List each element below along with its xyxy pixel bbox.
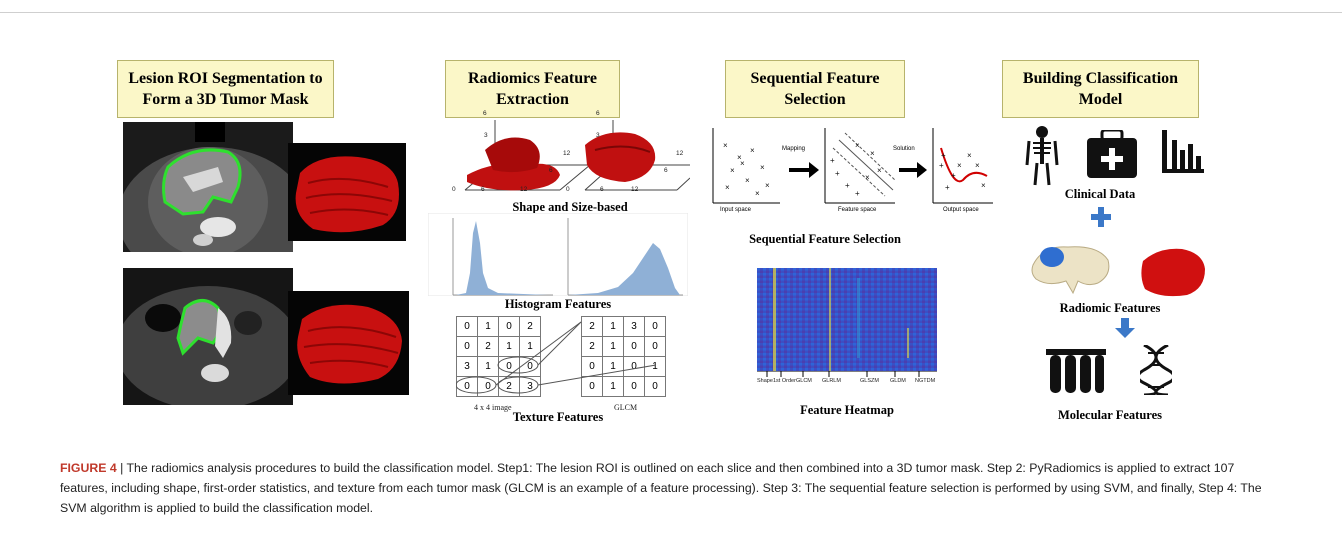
label-sfs: Sequential Feature Selection: [749, 232, 901, 246]
test-tubes-icon: [1046, 349, 1106, 393]
ct-slice-1: [123, 122, 293, 252]
medical-kit-icon: [1087, 130, 1137, 178]
svg-text:×: ×: [755, 189, 760, 198]
svg-text:+: +: [939, 161, 944, 170]
sfs-diagram: ×××××××××× ××××++++ ××××++++: [712, 128, 993, 204]
svg-text:×: ×: [865, 173, 870, 182]
tick-b1: 3: [596, 132, 600, 139]
label-glcm: GLCM: [614, 403, 638, 412]
figure-frame: [0, 12, 1342, 443]
label-histogram: Histogram Features: [504, 297, 612, 311]
tumor-3d-2-image: [297, 304, 402, 384]
heatmap-axis-1: 1st Order: [773, 378, 796, 384]
tumor-3d-1: [288, 143, 406, 241]
label-solution: Solution: [893, 146, 915, 152]
shape-plots: [464, 120, 690, 191]
svg-text:×: ×: [957, 161, 962, 170]
ct-slice-2: [123, 268, 293, 405]
tumor-3d-1-image: [295, 156, 399, 233]
tick-a4: 12: [520, 186, 528, 193]
svg-text:+: +: [945, 183, 950, 192]
heatmap-axis: [757, 371, 937, 377]
tick-a1: 3: [484, 132, 488, 139]
label-mapping: Mapping: [782, 146, 806, 152]
mg-3-3: 0: [644, 376, 666, 397]
tick-b4: 0: [566, 186, 570, 193]
heatmap-axis-3: GLRLM: [822, 378, 841, 384]
down-arrow-icon: [1115, 318, 1135, 338]
label-heatmap: Feature Heatmap: [800, 403, 894, 417]
svg-text:+: +: [941, 151, 946, 160]
feature-heatmap: [757, 268, 937, 371]
header-step1: Lesion ROI Segmentation to Form a 3D Tum…: [117, 60, 334, 118]
heatmap-axis-6: NGTDM: [915, 378, 936, 384]
ct-slice-1-image: [123, 122, 293, 252]
svg-text:+: +: [845, 181, 850, 190]
svg-text:×: ×: [967, 151, 972, 160]
tick-a6: 6: [549, 167, 553, 174]
tick-b6: 12: [631, 186, 639, 193]
feature-heatmap-image: [757, 268, 937, 371]
label-texture: Texture Features: [512, 410, 604, 424]
header-step4: Building Classification Model: [1002, 60, 1199, 118]
svg-text:×: ×: [750, 146, 755, 155]
header-step2: Radiomics Feature Extraction: [445, 60, 620, 118]
tick-a2: 0: [452, 186, 456, 193]
tick-a3: 6: [481, 186, 485, 193]
tick-a5: 12: [563, 150, 571, 157]
figure-caption: FIGURE 4 | The radiomics analysis proced…: [60, 458, 1280, 518]
svg-text:×: ×: [760, 163, 765, 172]
heatmap-axis-0: Shape: [757, 378, 773, 384]
caption-figure-label: FIGURE 4: [60, 461, 117, 475]
svg-text:+: +: [951, 171, 956, 180]
caption-text: The radiomics analysis procedures to bui…: [60, 461, 1262, 515]
svg-text:×: ×: [745, 176, 750, 185]
tick-b5: 6: [600, 186, 604, 193]
tick-a0: 6: [483, 110, 487, 117]
label-molecular: Molecular Features: [1057, 408, 1163, 422]
svg-text:×: ×: [737, 153, 742, 162]
svg-text:×: ×: [877, 166, 882, 175]
tick-b3: 6: [664, 167, 668, 174]
matrix-connectors: [456, 321, 657, 394]
heatmap-axis-5: GLDM: [890, 378, 906, 384]
vertebra-image: [1031, 246, 1110, 295]
svg-text:×: ×: [730, 166, 735, 175]
label-input-space: Input space: [720, 207, 752, 213]
tumor-3d-2: [288, 291, 409, 395]
label-clinical: Clinical Data: [1064, 187, 1136, 201]
heatmap-axis-4: GLSZM: [860, 378, 879, 384]
svg-text:×: ×: [725, 183, 730, 192]
svg-text:×: ×: [975, 161, 980, 170]
label-radiomic: Radiomic Features: [1059, 301, 1161, 315]
header-step3: Sequential Feature Selection: [725, 60, 905, 118]
heatmap-axis-2: GLCM: [796, 378, 812, 384]
label-shape: Shape and Size-based: [512, 200, 628, 214]
plus-icon: [1091, 207, 1111, 227]
histogram-plots: [428, 213, 688, 296]
svg-text:×: ×: [765, 181, 770, 190]
tick-b2: 12: [676, 150, 684, 157]
label-4x4: 4 x 4 image: [474, 403, 512, 412]
svg-text:×: ×: [981, 181, 986, 190]
svg-text:+: +: [830, 156, 835, 165]
svg-text:×: ×: [723, 141, 728, 150]
svg-text:×: ×: [855, 141, 860, 150]
svg-text:×: ×: [870, 149, 875, 158]
skeleton-icon: [1025, 126, 1059, 186]
tumor-3d-3: [1141, 248, 1205, 297]
svg-text:×: ×: [740, 159, 745, 168]
caption-separator: |: [116, 461, 127, 475]
svg-text:+: +: [855, 189, 860, 198]
label-output-space: Output space: [943, 207, 979, 213]
ct-slice-2-image: [123, 268, 293, 405]
tick-b0: 6: [596, 110, 600, 117]
svg-text:+: +: [835, 169, 840, 178]
bar-chart-icon: [1162, 130, 1204, 173]
dna-icon: [1140, 345, 1172, 395]
label-feature-space: Feature space: [838, 207, 877, 213]
